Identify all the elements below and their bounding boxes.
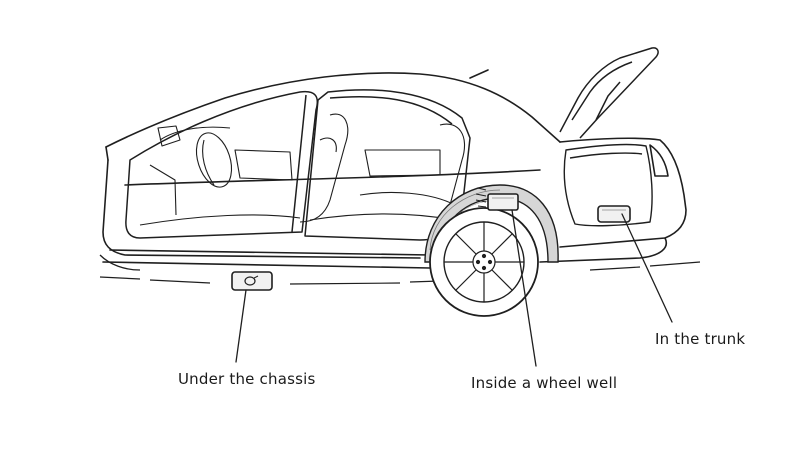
label-under-chassis: Under the chassis (178, 370, 316, 388)
label-trunk: In the trunk (655, 330, 746, 348)
front-wheel-hint (99, 254, 141, 271)
rear-wheel (429, 207, 539, 317)
leader-wheel-well (511, 209, 537, 367)
tracker-under-chassis (231, 271, 273, 291)
leader-trunk (621, 213, 673, 323)
trunk-cavity (563, 143, 653, 227)
leader-chassis (235, 289, 247, 363)
leader-lines (235, 209, 673, 367)
tracker-wheel-well (475, 187, 519, 211)
trunk-lid (559, 47, 659, 139)
car-body (102, 69, 687, 269)
car-interior (139, 113, 466, 226)
label-wheel-well: Inside a wheel well (471, 374, 618, 392)
tracker-trunk (597, 205, 631, 223)
ground-line (99, 261, 701, 285)
